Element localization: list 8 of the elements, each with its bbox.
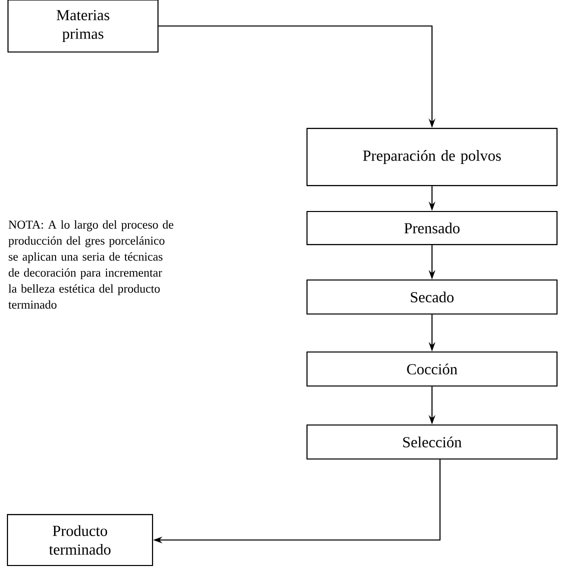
process-box: Prensado [306, 210, 558, 246]
process-box: Cocción [306, 351, 558, 387]
process-box: Selección [306, 424, 558, 460]
process-box: Secado [306, 279, 558, 315]
process-box: Producto terminado [6, 514, 154, 566]
note-text: NOTA: A lo largo del proceso de producción del gres porcelánico se aplican una seria de técnicas de decoración para incrementar la belleza estética del producto terminado [8, 220, 174, 309]
process-box: Preparación de polvos [306, 128, 558, 186]
process-box: Materias primas [7, 0, 159, 53]
